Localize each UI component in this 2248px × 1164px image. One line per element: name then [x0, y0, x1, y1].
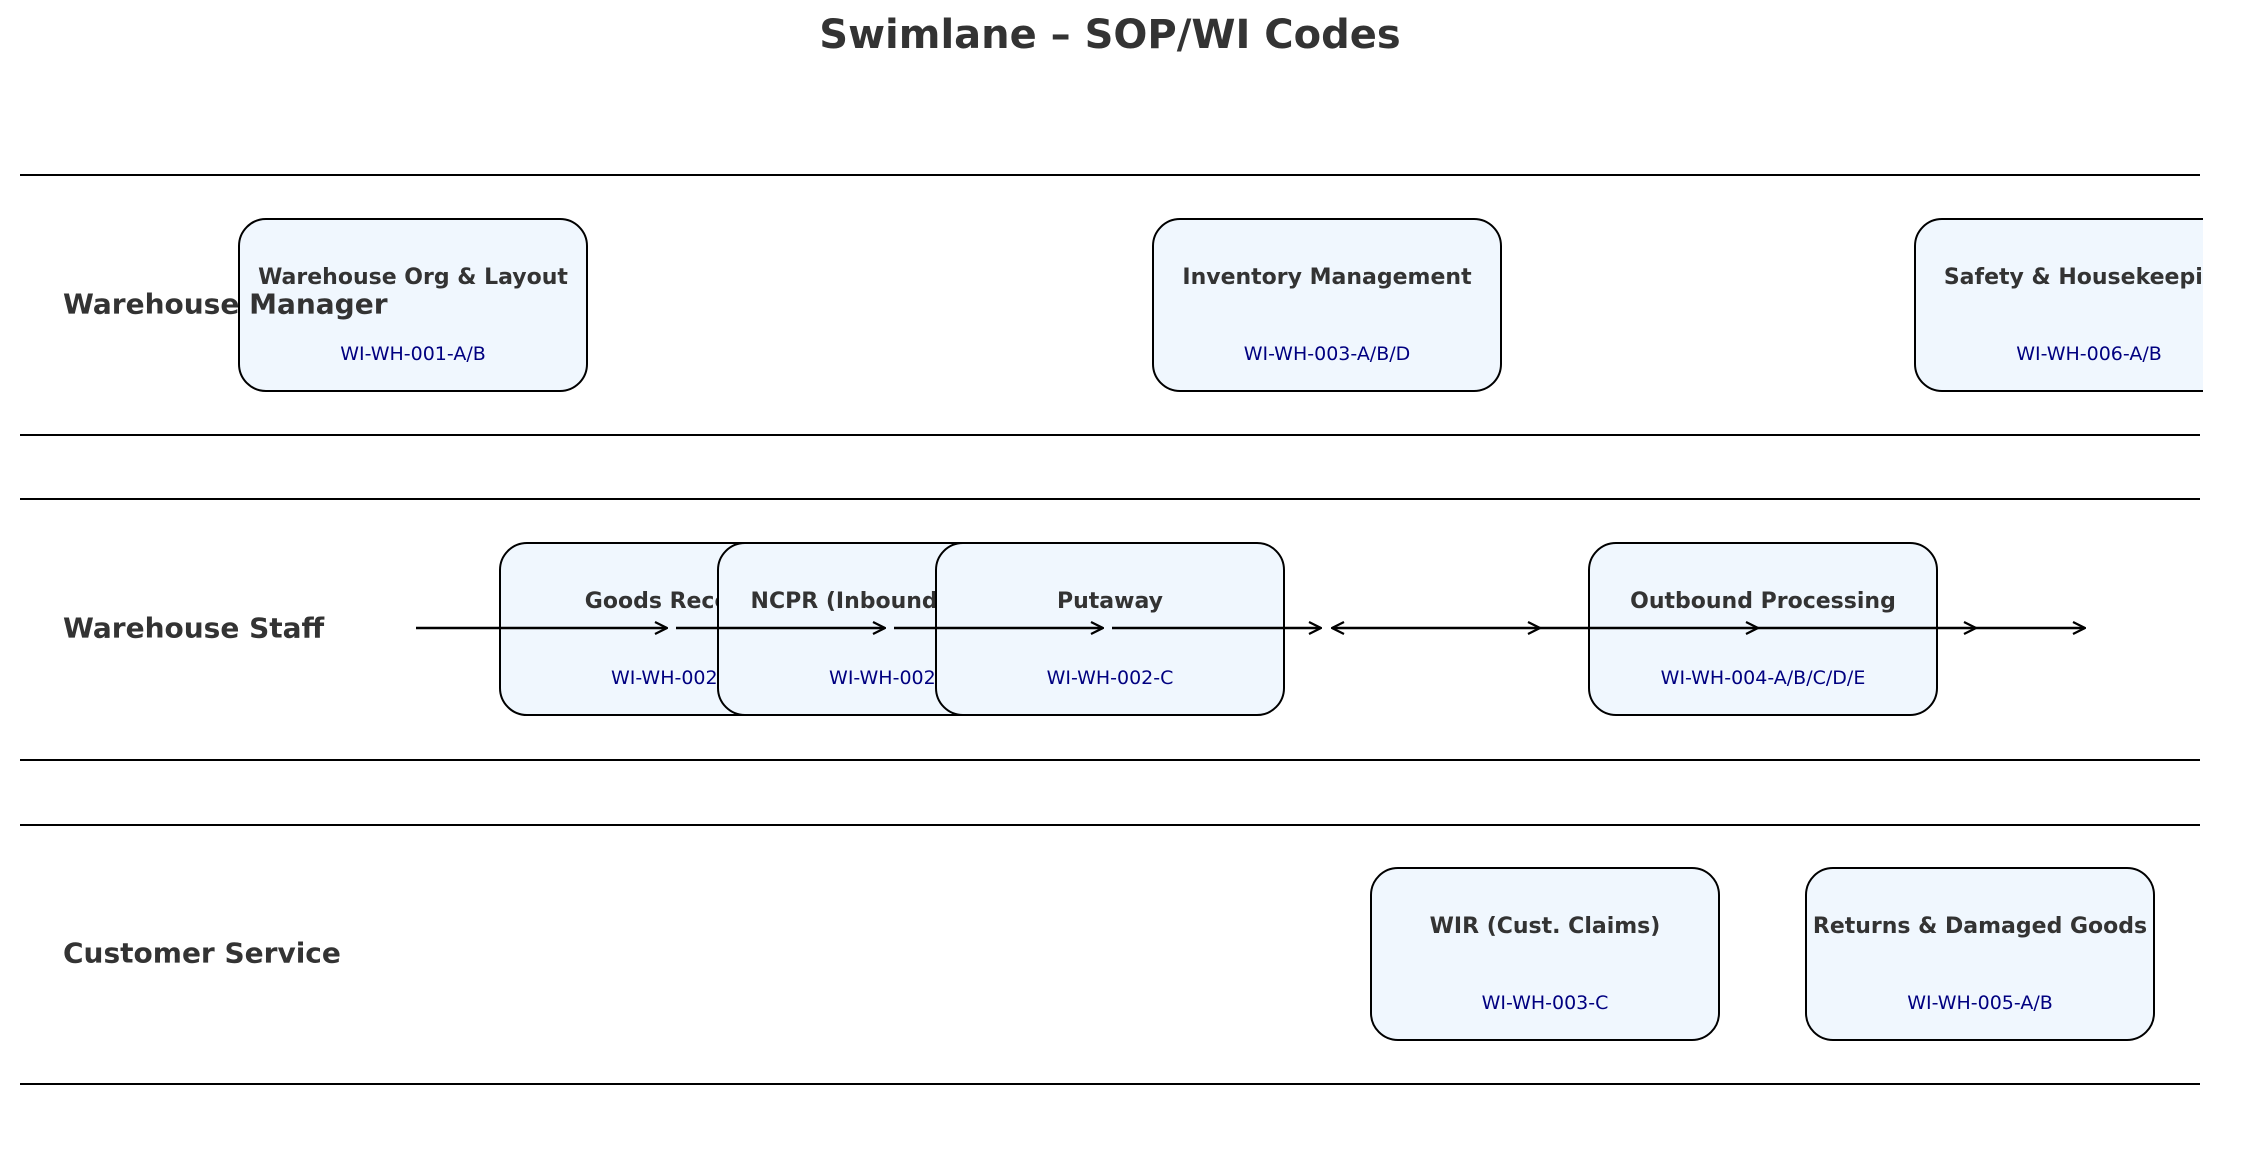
lane-1-top-border: [20, 498, 2200, 500]
lane-0-top-border: [20, 174, 2200, 176]
process-box-returns-damaged-goods[interactable]: Returns & Damaged Goods WI-WH-005-A/B: [1805, 867, 2155, 1041]
process-box-code: WI-WH-002-A: [610, 667, 738, 689]
lane-0-bottom-border: [20, 434, 2200, 436]
process-box-code: WI-WH-003-A/B/D: [1243, 343, 1411, 365]
process-box-label: Putaway: [1057, 589, 1163, 614]
process-box-code: WI-WH-006-A/B: [2016, 343, 2162, 365]
process-box-inventory-management[interactable]: Inventory Management WI-WH-003-A/B/D: [1152, 218, 1502, 392]
diagram-area: Warehouse Org & Layout WI-WH-001-A/B Inv…: [238, 218, 2203, 1041]
diagram-title: Swimlane – SOP/WI Codes: [819, 12, 1401, 58]
process-box-wir-cust-claims[interactable]: WIR (Cust. Claims) WI-WH-003-C: [1370, 867, 1720, 1041]
lane-label-warehouse-staff: Warehouse Staff: [63, 611, 325, 645]
process-box-label: Warehouse Org & Layout: [258, 265, 568, 290]
process-box-safety-housekeeping[interactable]: Safety & Housekeeping WI-WH-006-A/B: [1914, 218, 2203, 392]
process-box-label: Safety & Housekeeping: [1943, 265, 2203, 290]
process-box-outbound-processing[interactable]: Outbound Processing WI-WH-004-A/B/C/D/E: [1588, 542, 1938, 716]
process-box-code: WI-WH-003-C: [1481, 992, 1609, 1014]
process-box-code: WI-WH-002-C: [1046, 667, 1174, 689]
lane-1-bottom-border: [20, 759, 2200, 761]
lane-2-bottom-border: [20, 1083, 2200, 1085]
process-box-code: WI-WH-001-A/B: [340, 343, 486, 365]
lane-label-warehouse-manager: Warehouse Manager: [63, 287, 388, 321]
process-box-code: WI-WH-004-A/B/C/D/E: [1660, 667, 1866, 689]
process-box-putaway[interactable]: Putaway WI-WH-002-C: [935, 542, 1285, 716]
process-box-label: Inventory Management: [1182, 265, 1472, 290]
process-box-warehouse-org-layout[interactable]: Warehouse Org & Layout WI-WH-001-A/B: [238, 218, 588, 392]
process-box-code: WI-WH-005-A/B: [1907, 992, 2053, 1014]
process-box-code: WI-WH-002-B: [829, 667, 955, 689]
lane-2-top-border: [20, 824, 2200, 826]
process-box-label: Returns & Damaged Goods: [1812, 914, 2148, 939]
process-box-label: Outbound Processing: [1630, 589, 1896, 614]
process-box-label: WIR (Cust. Claims): [1429, 914, 1661, 939]
lane-label-customer-service: Customer Service: [63, 936, 341, 970]
